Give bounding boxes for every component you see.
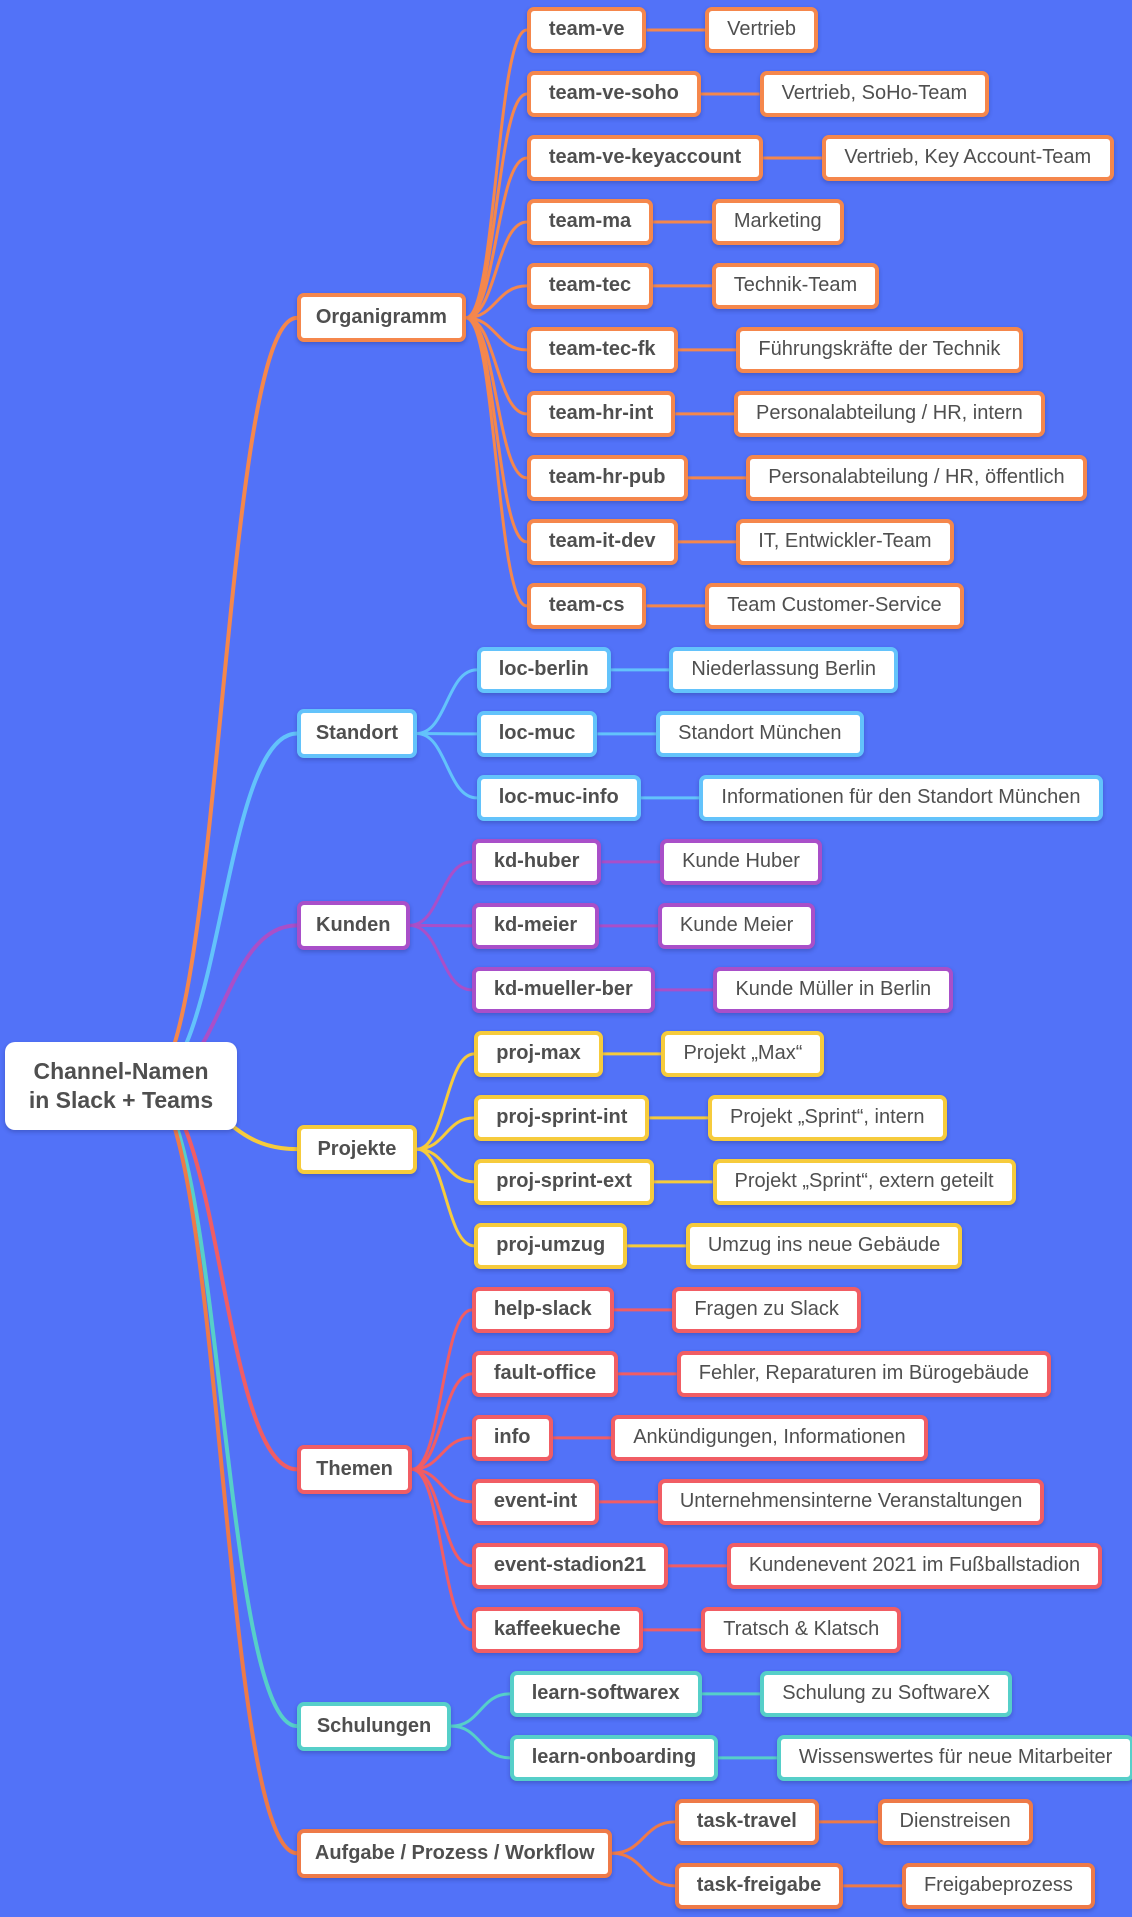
link-organigramm-team-ma bbox=[464, 220, 529, 320]
channel-team-ve-soho[interactable]: team-ve-soho bbox=[526, 70, 701, 118]
link-themen-help-slack bbox=[410, 1308, 474, 1471]
channel-team-ve[interactable]: team-ve bbox=[526, 6, 647, 54]
link-kunden-kd-huber bbox=[408, 860, 474, 927]
description-team-ma[interactable]: Marketing bbox=[711, 198, 844, 246]
link-themen-event-int bbox=[410, 1467, 474, 1504]
channel-proj-sprint-int[interactable]: proj-sprint-int bbox=[474, 1094, 650, 1142]
link-root-aufgabe bbox=[144, 1083, 300, 1856]
link-themen-kaffeekueche bbox=[410, 1467, 474, 1632]
channel-help-slack[interactable]: help-slack bbox=[471, 1286, 614, 1334]
link-kunden-kd-mueller-ber bbox=[408, 923, 474, 992]
link-organigramm-team-ve-soho bbox=[464, 92, 529, 320]
channel-learn-onboarding[interactable]: learn-onboarding bbox=[509, 1734, 719, 1782]
description-team-hr-pub[interactable]: Personalabteilung / HR, öffentlich bbox=[746, 454, 1087, 502]
category-themen[interactable]: Themen bbox=[297, 1444, 412, 1494]
description-learn-softwarex[interactable]: Schulung zu SoftwareX bbox=[760, 1670, 1013, 1718]
description-loc-muc[interactable]: Standort München bbox=[656, 710, 864, 758]
link-root-organigramm bbox=[144, 315, 300, 1088]
link-standort-loc-muc-info bbox=[415, 731, 479, 800]
channel-task-travel[interactable]: task-travel bbox=[674, 1798, 819, 1846]
channel-kd-huber[interactable]: kd-huber bbox=[471, 838, 602, 886]
description-loc-berlin[interactable]: Niederlassung Berlin bbox=[669, 646, 898, 694]
description-team-ve[interactable]: Vertrieb bbox=[705, 6, 819, 54]
description-proj-sprint-int[interactable]: Projekt „Sprint“, intern bbox=[708, 1094, 947, 1142]
link-aufgabe-task-travel bbox=[610, 1820, 677, 1855]
root-node[interactable]: Channel-Namen in Slack + Teams bbox=[4, 1041, 238, 1130]
channel-task-freigabe[interactable]: task-freigabe bbox=[674, 1862, 844, 1910]
link-themen-fault-office bbox=[410, 1372, 474, 1471]
link-schulungen-learn-onboarding bbox=[449, 1724, 512, 1760]
channel-team-cs[interactable]: team-cs bbox=[526, 582, 647, 630]
channel-loc-muc-info[interactable]: loc-muc-info bbox=[476, 774, 641, 822]
channel-kd-meier[interactable]: kd-meier bbox=[471, 902, 600, 950]
category-projekte[interactable]: Projekte bbox=[297, 1124, 417, 1174]
description-info[interactable]: Ankündigungen, Informationen bbox=[611, 1414, 928, 1462]
channel-team-it-dev[interactable]: team-it-dev bbox=[526, 518, 678, 566]
channel-kaffeekueche[interactable]: kaffeekueche bbox=[471, 1606, 643, 1654]
description-help-slack[interactable]: Fragen zu Slack bbox=[672, 1286, 861, 1334]
description-kd-mueller-ber[interactable]: Kunde Müller in Berlin bbox=[713, 966, 954, 1014]
link-aufgabe-task-freigabe bbox=[610, 1851, 677, 1888]
link-schulungen-learn-softwarex bbox=[449, 1692, 512, 1728]
description-event-stadion21[interactable]: Kundenevent 2021 im Fußballstadion bbox=[726, 1542, 1103, 1590]
channel-fault-office[interactable]: fault-office bbox=[471, 1350, 619, 1398]
description-proj-sprint-ext[interactable]: Projekt „Sprint“, extern geteilt bbox=[712, 1158, 1016, 1206]
description-team-tec[interactable]: Technik-Team bbox=[711, 262, 880, 310]
description-task-travel[interactable]: Dienstreisen bbox=[877, 1798, 1033, 1846]
channel-proj-umzug[interactable]: proj-umzug bbox=[474, 1222, 628, 1270]
description-loc-muc-info[interactable]: Informationen für den Standort München bbox=[699, 774, 1103, 822]
channel-team-hr-pub[interactable]: team-hr-pub bbox=[526, 454, 688, 502]
description-task-freigabe[interactable]: Freigabeprozess bbox=[901, 1862, 1095, 1910]
channel-loc-muc[interactable]: loc-muc bbox=[476, 710, 598, 758]
description-kd-huber[interactable]: Kunde Huber bbox=[660, 838, 822, 886]
link-organigramm-team-tec-fk bbox=[464, 316, 529, 352]
channel-kd-mueller-ber[interactable]: kd-mueller-ber bbox=[471, 966, 655, 1014]
channel-team-tec[interactable]: team-tec bbox=[526, 262, 654, 310]
description-team-ve-keyaccount[interactable]: Vertrieb, Key Account-Team bbox=[821, 134, 1114, 182]
description-team-tec-fk[interactable]: Führungskräfte der Technik bbox=[736, 326, 1023, 374]
description-team-cs[interactable]: Team Customer-Service bbox=[705, 582, 964, 630]
description-event-int[interactable]: Unternehmensinterne Veranstaltungen bbox=[657, 1478, 1045, 1526]
link-organigramm-team-cs bbox=[464, 316, 529, 608]
link-standort-loc-berlin bbox=[415, 668, 479, 735]
description-learn-onboarding[interactable]: Wissenswertes für neue Mitarbeiter bbox=[776, 1734, 1132, 1782]
description-proj-max[interactable]: Projekt „Max“ bbox=[661, 1030, 825, 1078]
channel-info[interactable]: info bbox=[471, 1414, 553, 1462]
category-schulungen[interactable]: Schulungen bbox=[297, 1701, 452, 1751]
channel-learn-softwarex[interactable]: learn-softwarex bbox=[509, 1670, 702, 1718]
category-aufgabe[interactable]: Aufgabe / Prozess / Workflow bbox=[297, 1828, 613, 1878]
link-projekte-proj-sprint-int bbox=[415, 1116, 476, 1151]
description-team-it-dev[interactable]: IT, Entwickler-Team bbox=[736, 518, 954, 566]
channel-event-stadion21[interactable]: event-stadion21 bbox=[471, 1542, 669, 1590]
channel-team-ve-keyaccount[interactable]: team-ve-keyaccount bbox=[526, 134, 764, 182]
link-organigramm-team-ve-keyaccount bbox=[464, 156, 529, 320]
category-kunden[interactable]: Kunden bbox=[297, 900, 410, 950]
link-projekte-proj-umzug bbox=[415, 1147, 476, 1248]
description-kd-meier[interactable]: Kunde Meier bbox=[657, 902, 816, 950]
description-kaffeekueche[interactable]: Tratsch & Klatsch bbox=[701, 1606, 902, 1654]
root-title-line1: Channel-Namen bbox=[33, 1057, 209, 1084]
category-standort[interactable]: Standort bbox=[297, 709, 417, 758]
category-organigramm[interactable]: Organigramm bbox=[297, 293, 466, 343]
description-fault-office[interactable]: Fehler, Reparaturen im Bürogebäude bbox=[676, 1350, 1051, 1398]
channel-team-ma[interactable]: team-ma bbox=[526, 198, 654, 246]
root-title-line2: in Slack + Teams bbox=[28, 1086, 214, 1113]
channel-loc-berlin[interactable]: loc-berlin bbox=[476, 646, 611, 694]
description-team-hr-int[interactable]: Personalabteilung / HR, intern bbox=[734, 390, 1045, 438]
channel-proj-sprint-ext[interactable]: proj-sprint-ext bbox=[474, 1158, 654, 1206]
channel-event-int[interactable]: event-int bbox=[471, 1478, 600, 1526]
link-projekte-proj-sprint-ext bbox=[415, 1147, 476, 1184]
description-proj-umzug[interactable]: Umzug ins neue Gebäude bbox=[685, 1222, 963, 1270]
link-projekte-proj-max bbox=[415, 1052, 476, 1151]
channel-team-hr-int[interactable]: team-hr-int bbox=[526, 390, 676, 438]
channel-team-tec-fk[interactable]: team-tec-fk bbox=[526, 326, 678, 374]
description-team-ve-soho[interactable]: Vertrieb, SoHo-Team bbox=[759, 70, 990, 118]
channel-proj-max[interactable]: proj-max bbox=[474, 1030, 603, 1078]
link-themen-info bbox=[410, 1436, 474, 1471]
link-organigramm-team-tec bbox=[464, 284, 529, 320]
